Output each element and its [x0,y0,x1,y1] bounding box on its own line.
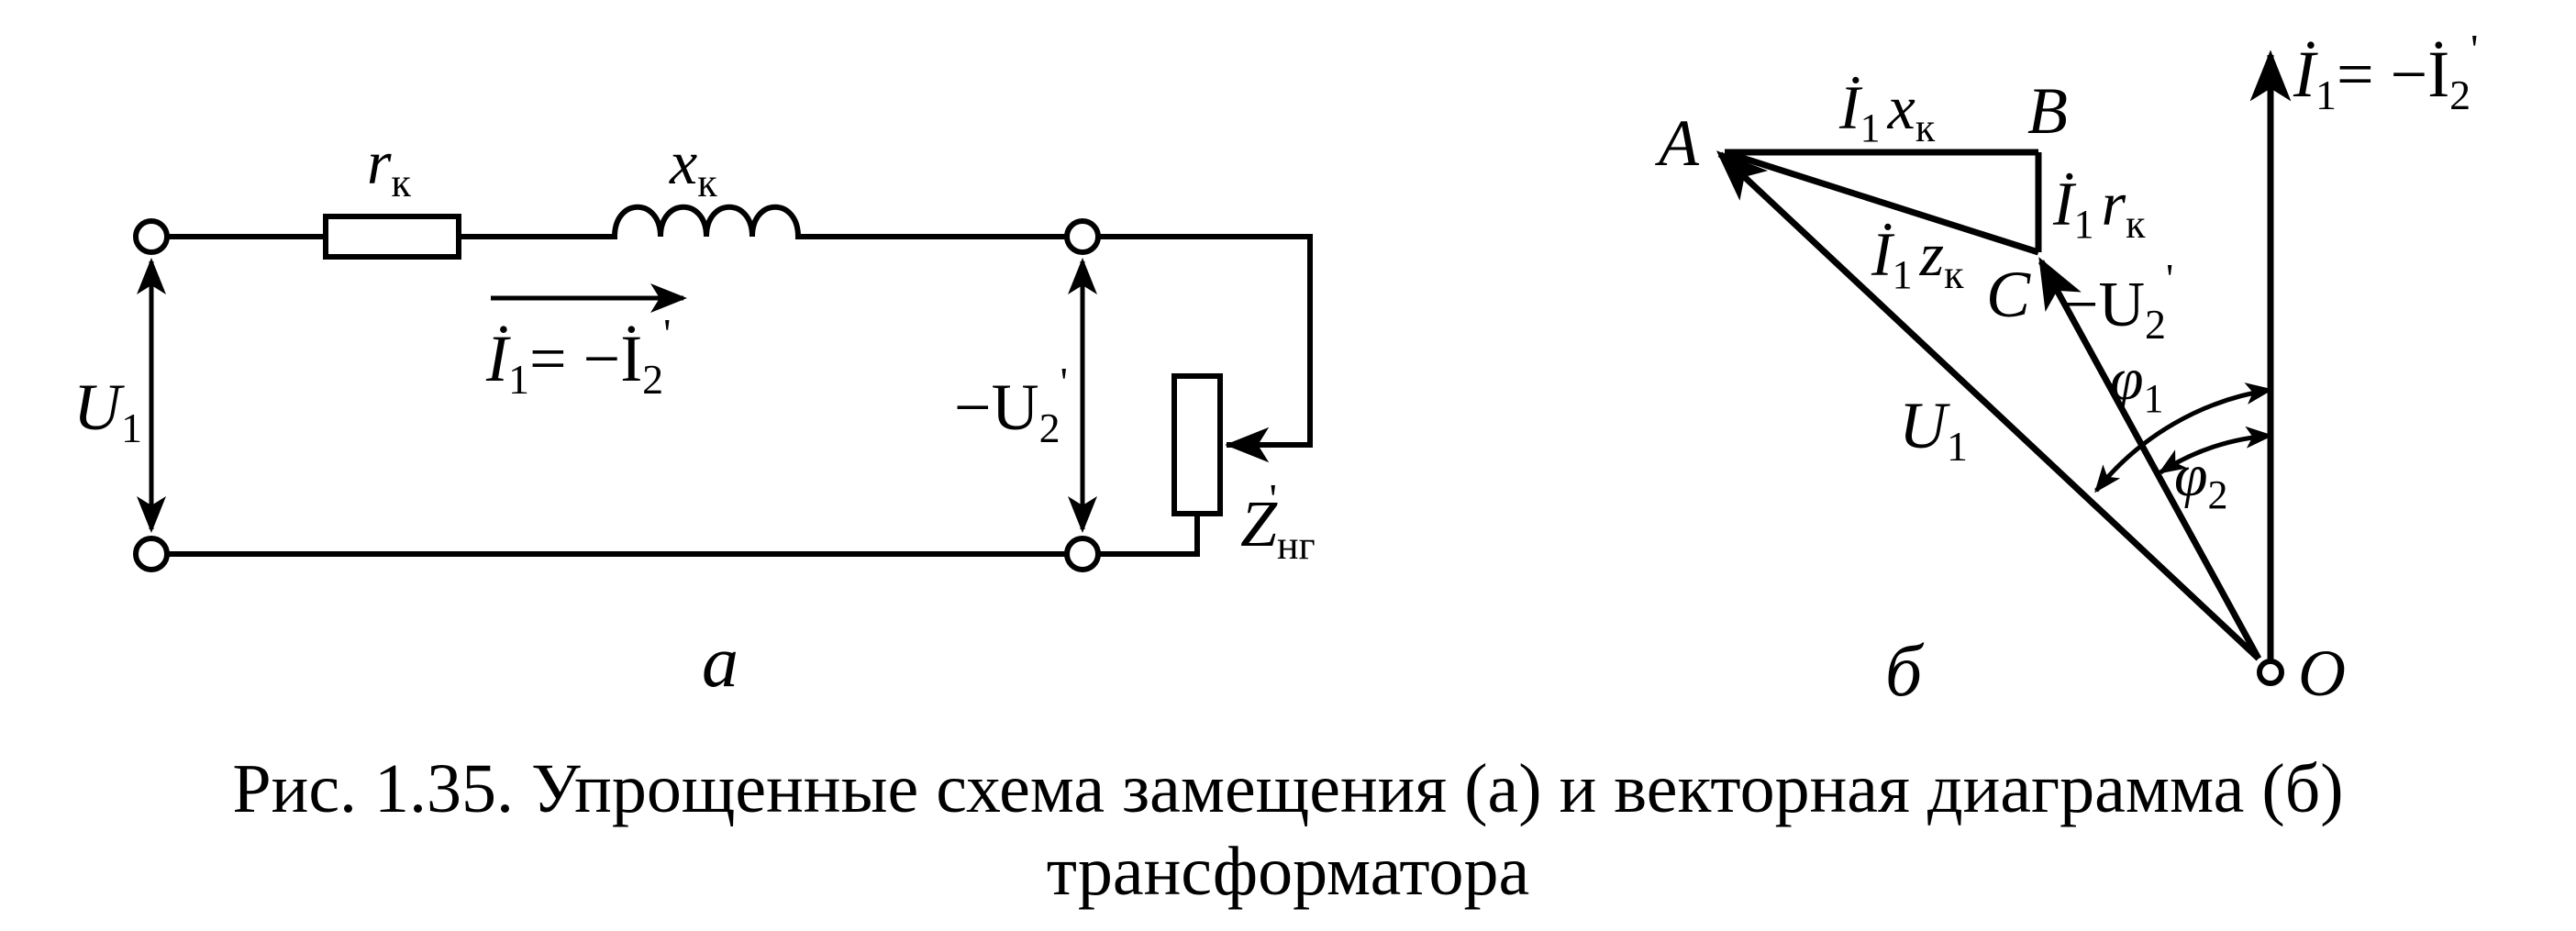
oa-vector-label: U1 [1899,389,1968,470]
angle-phi2-arc [2158,426,2273,475]
point-o-label: O [2298,637,2346,710]
voltage-vector-u1 [1715,150,2261,661]
current-vector-label: İ1= −İ2' [2293,26,2478,118]
inductor-label: xк [669,127,717,205]
caption-line-1: Рис. 1.35. Упрощенные схема замещения (а… [232,750,2343,827]
equivalent-circuit: rк xк U1 İ1= −İ2' −U2' Zнг' а [73,127,1316,703]
panel-b-letter: б [1885,631,1925,712]
input-voltage-label: U1 [73,371,142,451]
point-a-label: A [1655,106,1700,180]
output-voltage-label: −U2' [954,359,1068,451]
angle-phi1-arc [2094,382,2273,493]
point-c-label: C [1986,258,2031,331]
oc-vector-label: −U2' [2062,255,2173,348]
load-impedance [1171,373,1223,516]
phi1-label: φ1 [2110,346,2164,421]
caption-line-2: трансформатора [1047,833,1530,910]
panel-a-letter: а [702,622,738,703]
terminal-top-right [1064,218,1101,255]
origin-point [2257,659,2284,686]
inductor-xk [611,204,802,240]
resistor-rk [323,214,461,260]
point-b-label: B [2027,74,2068,148]
terminal-bottom-left [133,536,170,572]
drop-vector-i1zk [1723,149,2040,256]
terminal-bottom-right [1064,536,1101,572]
load-label: Zнг' [1240,475,1316,568]
terminal-top-left [133,218,170,255]
current-label: İ1= −İ2' [485,310,671,403]
resistor-label: rк [367,127,411,205]
phi2-label: φ2 [2174,442,2228,517]
